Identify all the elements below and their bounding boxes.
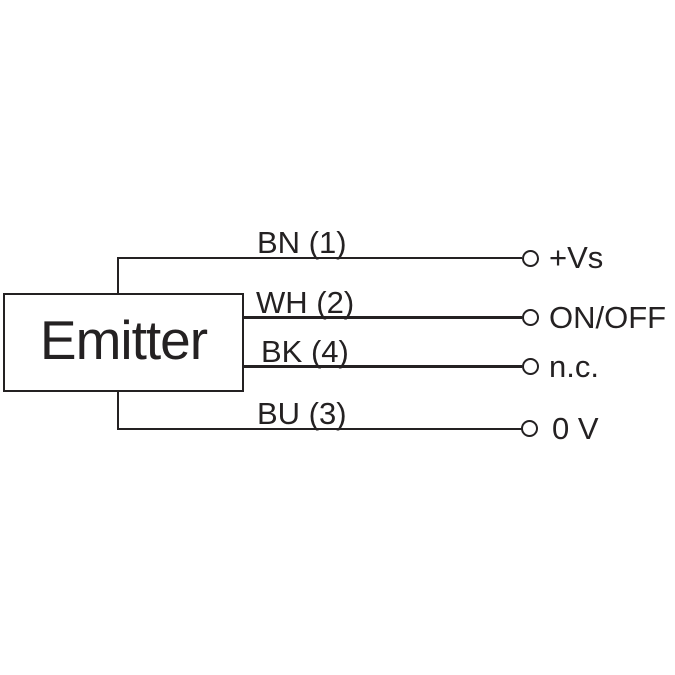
wire-bn-line bbox=[117, 256, 522, 260]
emitter-label: Emitter bbox=[39, 309, 208, 371]
wire-wh-line bbox=[243, 316, 522, 319]
wire-bn-label: BN (1) bbox=[257, 225, 347, 260]
wire-bn-vertical-segment bbox=[116, 257, 119, 295]
wire-bk-label: BK (4) bbox=[261, 333, 349, 369]
terminal-circle-0v bbox=[521, 420, 538, 437]
terminal-circle-onoff bbox=[521, 309, 539, 326]
terminal-label-vs: +Vs bbox=[549, 240, 604, 275]
wire-bu-line bbox=[117, 427, 522, 431]
wire-bu-vertical-segment bbox=[116, 390, 119, 430]
terminal-label-0v: 0 V bbox=[552, 410, 599, 446]
wire-bu-label: BU (3) bbox=[257, 396, 347, 431]
terminal-label-nc: n.c. bbox=[549, 348, 599, 384]
terminal-label-onoff: ON/OFF bbox=[549, 299, 667, 335]
terminal-circle-nc bbox=[521, 358, 539, 375]
wire-wh-label: WH (2) bbox=[256, 284, 355, 320]
wire-bk-line bbox=[243, 365, 522, 368]
terminal-circle-vs bbox=[521, 249, 539, 267]
emitter-box: Emitter bbox=[3, 293, 244, 392]
